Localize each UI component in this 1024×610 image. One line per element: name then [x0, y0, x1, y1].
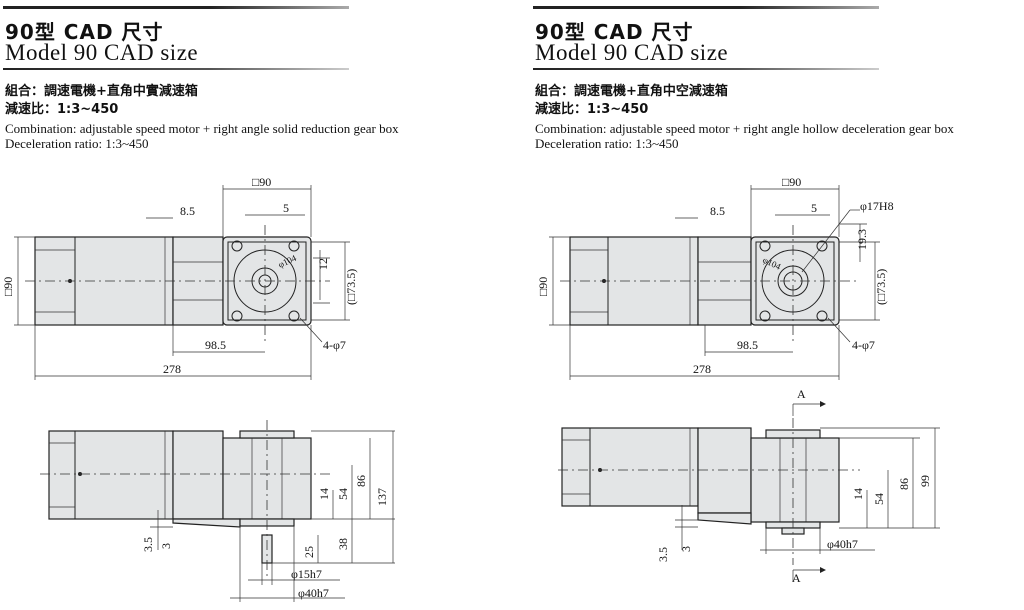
motor-body-front — [561, 427, 699, 507]
title-rule — [533, 68, 879, 70]
dim-phi-15h7: φ15h7 — [291, 567, 322, 581]
top-view: □90 8.5 5 φ17H8 19.3 φ104 (□73.5) □90 4-… — [536, 175, 894, 380]
combination-english: Combination: adjustable speed motor + ri… — [535, 121, 954, 136]
motor-body-front — [48, 430, 174, 520]
title-rule — [3, 68, 349, 70]
title-english: Model 90 CAD size — [535, 40, 729, 65]
dim-98-5: 98.5 — [737, 338, 758, 352]
header-rule — [533, 6, 879, 9]
top-view: □90 8.5 5 φ104 12 (□73.5) □90 4-φ7 98.5 — [1, 175, 358, 380]
dim-phi-40h7: φ40h7 — [298, 586, 329, 600]
dim-14: 14 — [851, 488, 865, 500]
combination-chinese: 組合：調速電機+直角中實減速箱 — [5, 84, 198, 99]
dim-8-5: 8.5 — [180, 204, 195, 218]
dim-3-5: 3.5 — [656, 547, 670, 562]
dim-3-5: 3.5 — [141, 537, 155, 552]
dim-98-5: 98.5 — [205, 338, 226, 352]
dim-12: 12 — [316, 258, 330, 270]
mount-hole — [816, 310, 828, 322]
dim-278: 278 — [693, 362, 711, 376]
drawing-solid-shaft: □90 8.5 5 φ104 12 (□73.5) □90 4-φ7 98.5 — [1, 175, 395, 602]
dim-38: 38 — [336, 538, 350, 550]
dim-137: 137 — [375, 488, 389, 506]
dim-phi-40h7: φ40h7 — [827, 537, 858, 551]
dim-5: 5 — [283, 201, 289, 215]
mount-hole — [231, 240, 243, 252]
ratio-english: Deceleration ratio: 1:3~450 — [535, 136, 679, 151]
dim-54: 54 — [872, 493, 886, 505]
front-view: A A 99 86 — [558, 387, 940, 585]
dim-square-90: □90 — [782, 175, 801, 189]
title-chinese: 90型 CAD 尺寸 — [535, 20, 694, 44]
dim-14: 14 — [317, 488, 331, 500]
combination-english: Combination: adjustable speed motor + ri… — [5, 121, 399, 136]
mount-hole — [816, 240, 828, 252]
panel-solid-shaft: 90型 CAD 尺寸 Model 90 CAD size 組合：調速電機+直角中… — [1, 6, 399, 602]
dim-8-5: 8.5 — [710, 204, 725, 218]
dim-19-3: 19.3 — [855, 229, 869, 250]
front-view: 137 86 54 14 38 25 3.5 3 φ15h7 φ40 — [40, 420, 395, 602]
dim-86: 86 — [897, 478, 911, 490]
dim-278: 278 — [163, 362, 181, 376]
section-marker-top: A — [797, 387, 806, 401]
dim-3: 3 — [159, 543, 173, 549]
section-marker-bottom: A — [792, 571, 801, 585]
dim-54: 54 — [336, 488, 350, 500]
dim-square-90-vertical: □90 — [1, 277, 15, 296]
dim-square-73-5: (□73.5) — [344, 269, 358, 305]
dim-holes: 4-φ7 — [323, 338, 346, 352]
gearbox-front — [750, 437, 840, 523]
mount-hole — [288, 240, 300, 252]
title-chinese: 90型 CAD 尺寸 — [5, 20, 164, 44]
title-english: Model 90 CAD size — [5, 40, 199, 65]
combination-chinese: 組合：調速電機+直角中空減速箱 — [535, 84, 728, 99]
dim-phi-17h8: φ17H8 — [860, 199, 894, 213]
mount-hole — [759, 240, 771, 252]
ratio-chinese: 減速比：1:3~450 — [535, 102, 649, 117]
dim-5: 5 — [811, 201, 817, 215]
dim-holes: 4-φ7 — [852, 338, 875, 352]
dim-square-73-5: (□73.5) — [874, 269, 888, 305]
mount-hole — [231, 310, 243, 322]
dim-86: 86 — [354, 475, 368, 487]
mount-hole — [288, 310, 300, 322]
drawing-hollow-shaft: □90 8.5 5 φ17H8 19.3 φ104 (□73.5) □90 4-… — [536, 175, 940, 585]
ratio-chinese: 減速比：1:3~450 — [5, 102, 119, 117]
dim-25: 25 — [302, 546, 316, 558]
panel-hollow-shaft: 90型 CAD 尺寸 Model 90 CAD size 組合：調速電機+直角中… — [530, 0, 1024, 610]
dim-square-90-vertical: □90 — [536, 277, 550, 296]
dim-3: 3 — [679, 546, 693, 552]
dim-99: 99 — [918, 475, 932, 487]
dim-square-90: □90 — [252, 175, 271, 189]
mount-hole — [759, 310, 771, 322]
ratio-english: Deceleration ratio: 1:3~450 — [5, 136, 149, 151]
header-rule — [3, 6, 349, 9]
